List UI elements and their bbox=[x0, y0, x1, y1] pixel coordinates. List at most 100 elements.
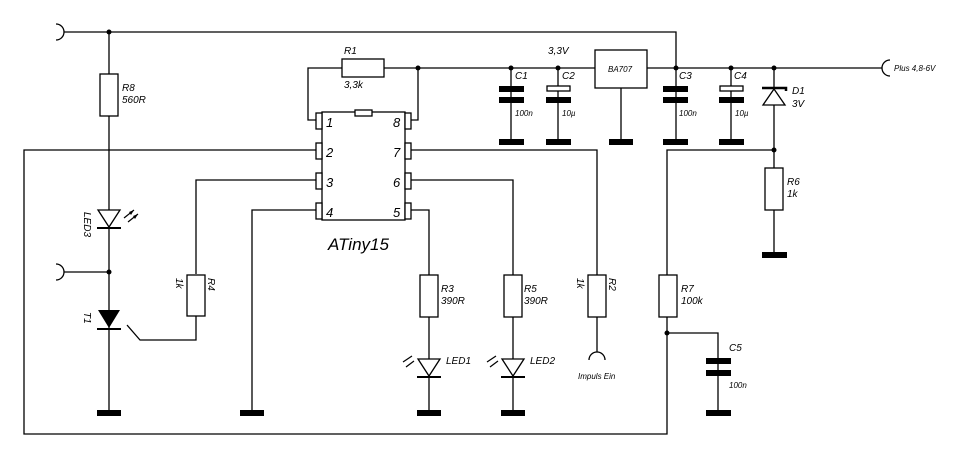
ground-icon bbox=[762, 252, 787, 258]
resistor-ref: R5 bbox=[524, 284, 537, 295]
pin-label: 2 bbox=[325, 145, 334, 160]
resistor-r7: R7 100k bbox=[658, 274, 704, 318]
ic-attiny15: 1 2 3 4 8 7 6 5 ATiny15 bbox=[315, 109, 412, 254]
capacitor-plate-positive bbox=[719, 85, 744, 92]
resistor-body bbox=[764, 167, 784, 211]
wire-pin1 bbox=[307, 67, 342, 121]
resistor-value: 390R bbox=[441, 296, 465, 307]
wire-pin2-loop bbox=[23, 149, 668, 435]
pulse-in-label: Impuls Ein bbox=[578, 372, 616, 381]
capacitor-plate-positive bbox=[546, 85, 571, 92]
resistor-value: 390R bbox=[524, 296, 548, 307]
resistor-body bbox=[658, 274, 678, 318]
capacitor-plate bbox=[663, 97, 688, 103]
connector-pulse-in[interactable]: Impuls Ein bbox=[578, 351, 616, 381]
pin-6 bbox=[404, 172, 412, 190]
power-in-label: Plus 4,8-6V bbox=[894, 64, 936, 73]
zener-bar bbox=[762, 86, 788, 91]
resistor-value: 1k bbox=[173, 278, 184, 290]
pin-label: 8 bbox=[393, 115, 401, 130]
arrow-head bbox=[129, 210, 134, 215]
junction-dot bbox=[106, 29, 112, 35]
capacitor-c5: C5 100n bbox=[706, 343, 747, 390]
junction-dot bbox=[555, 65, 561, 71]
capacitor-plate bbox=[499, 97, 524, 103]
led-triangle bbox=[416, 358, 442, 378]
connector-power-in[interactable]: Plus 4,8-6V bbox=[881, 59, 936, 77]
led2: LED2 bbox=[486, 355, 555, 378]
capacitor-plate bbox=[663, 86, 688, 92]
junction-dot bbox=[508, 65, 514, 71]
rail-voltage-label: 3,3V bbox=[548, 46, 570, 57]
junction-dot bbox=[673, 65, 679, 71]
connector-icon bbox=[55, 263, 65, 281]
resistor-r2: R2 1k bbox=[574, 274, 617, 318]
arrow-head bbox=[133, 214, 138, 219]
wire-pin4-gnd bbox=[251, 209, 320, 410]
resistor-ref: R8 bbox=[122, 83, 135, 94]
junction-dot bbox=[664, 330, 670, 336]
resistor-body bbox=[186, 274, 206, 317]
capacitor-ref: C2 bbox=[562, 71, 575, 82]
pin-4 bbox=[315, 202, 323, 220]
resistor-ref: R1 bbox=[344, 46, 357, 57]
capacitor-plate bbox=[499, 86, 524, 92]
connector-icon bbox=[55, 23, 65, 41]
capacitor-value: 100n bbox=[679, 109, 697, 118]
ground-icon bbox=[417, 410, 441, 416]
pin-7 bbox=[404, 142, 412, 160]
diode-triangle bbox=[761, 87, 787, 106]
resistor-ref: R4 bbox=[205, 278, 216, 291]
capacitor-value: 100n bbox=[729, 381, 747, 390]
resistor-ref: R6 bbox=[787, 177, 800, 188]
ground-icon bbox=[499, 139, 524, 145]
wires bbox=[23, 31, 882, 435]
connector-top-left[interactable] bbox=[55, 23, 65, 41]
transistor-ref: T1 bbox=[81, 312, 92, 324]
capacitor-c1: C1 100n bbox=[499, 71, 533, 118]
transistor-triangle bbox=[98, 310, 120, 328]
led-ref: LED2 bbox=[530, 356, 555, 367]
ground-icon bbox=[706, 410, 731, 416]
junctions bbox=[106, 29, 777, 336]
resistor-value: 1k bbox=[787, 189, 799, 200]
pin-3 bbox=[315, 172, 323, 190]
ground-icon bbox=[719, 139, 744, 145]
transistor-t1: T1 bbox=[81, 310, 121, 330]
junction-dot bbox=[415, 65, 421, 71]
connector-icon bbox=[588, 351, 606, 361]
capacitor-plate bbox=[719, 97, 744, 103]
led-triangle bbox=[96, 209, 122, 229]
regulator-name: BA707 bbox=[608, 65, 633, 74]
junction-dot bbox=[771, 65, 777, 71]
capacitor-ref: C3 bbox=[679, 71, 692, 82]
pin-8 bbox=[404, 112, 412, 130]
pin-label: 4 bbox=[326, 205, 333, 220]
ground-symbols bbox=[97, 139, 787, 416]
resistor-ref: R3 bbox=[441, 284, 454, 295]
led-light-icon bbox=[402, 355, 415, 368]
resistor-r5: R5 390R bbox=[503, 274, 548, 318]
pin-5 bbox=[404, 202, 412, 220]
wire-pin3 bbox=[195, 179, 320, 274]
led3: LED3 bbox=[81, 209, 139, 237]
regulator-ba707: BA707 3,3V bbox=[548, 46, 648, 89]
ground-icon bbox=[546, 139, 571, 145]
resistor-body bbox=[587, 274, 607, 318]
ground-icon bbox=[663, 139, 688, 145]
wire-r4-base bbox=[126, 316, 197, 341]
capacitor-ref: C1 bbox=[515, 71, 528, 82]
connector-mid-left[interactable] bbox=[55, 263, 65, 281]
resistor-value: 3,3k bbox=[344, 80, 364, 91]
resistor-value: 560R bbox=[122, 95, 146, 106]
ic-body bbox=[321, 111, 406, 221]
resistor-body bbox=[419, 274, 439, 318]
pin-label: 3 bbox=[326, 175, 334, 190]
ground-icon bbox=[240, 410, 264, 416]
led-light-icon bbox=[486, 355, 499, 368]
regulator-body bbox=[594, 49, 648, 89]
wire-top-bus bbox=[64, 31, 677, 68]
resistor-r6: R6 1k bbox=[764, 167, 800, 211]
pin-2 bbox=[315, 142, 323, 160]
